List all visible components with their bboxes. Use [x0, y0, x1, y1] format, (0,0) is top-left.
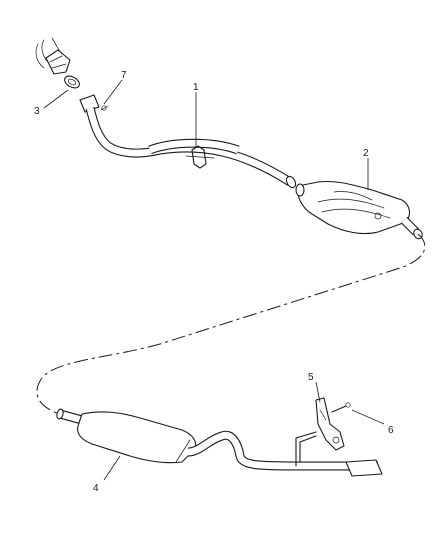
connection-dashed-line	[36, 233, 426, 415]
callout-1: 1	[193, 82, 199, 93]
callout-4: 4	[93, 483, 99, 494]
callout-7: 7	[121, 70, 127, 81]
donut-gasket	[64, 75, 80, 89]
callout-3: 3	[34, 106, 40, 117]
callout-2: 2	[363, 148, 369, 159]
hanger-bracket	[315, 397, 345, 451]
muffler-assembly	[56, 408, 383, 477]
hanger-bolt	[331, 402, 351, 413]
engine-manifold	[35, 37, 71, 75]
leader-lines	[43, 79, 385, 481]
front-exhaust-pipe	[85, 106, 297, 189]
callout-6: 6	[388, 425, 394, 436]
catalytic-converter	[295, 180, 423, 240]
callout-5: 5	[308, 372, 314, 383]
